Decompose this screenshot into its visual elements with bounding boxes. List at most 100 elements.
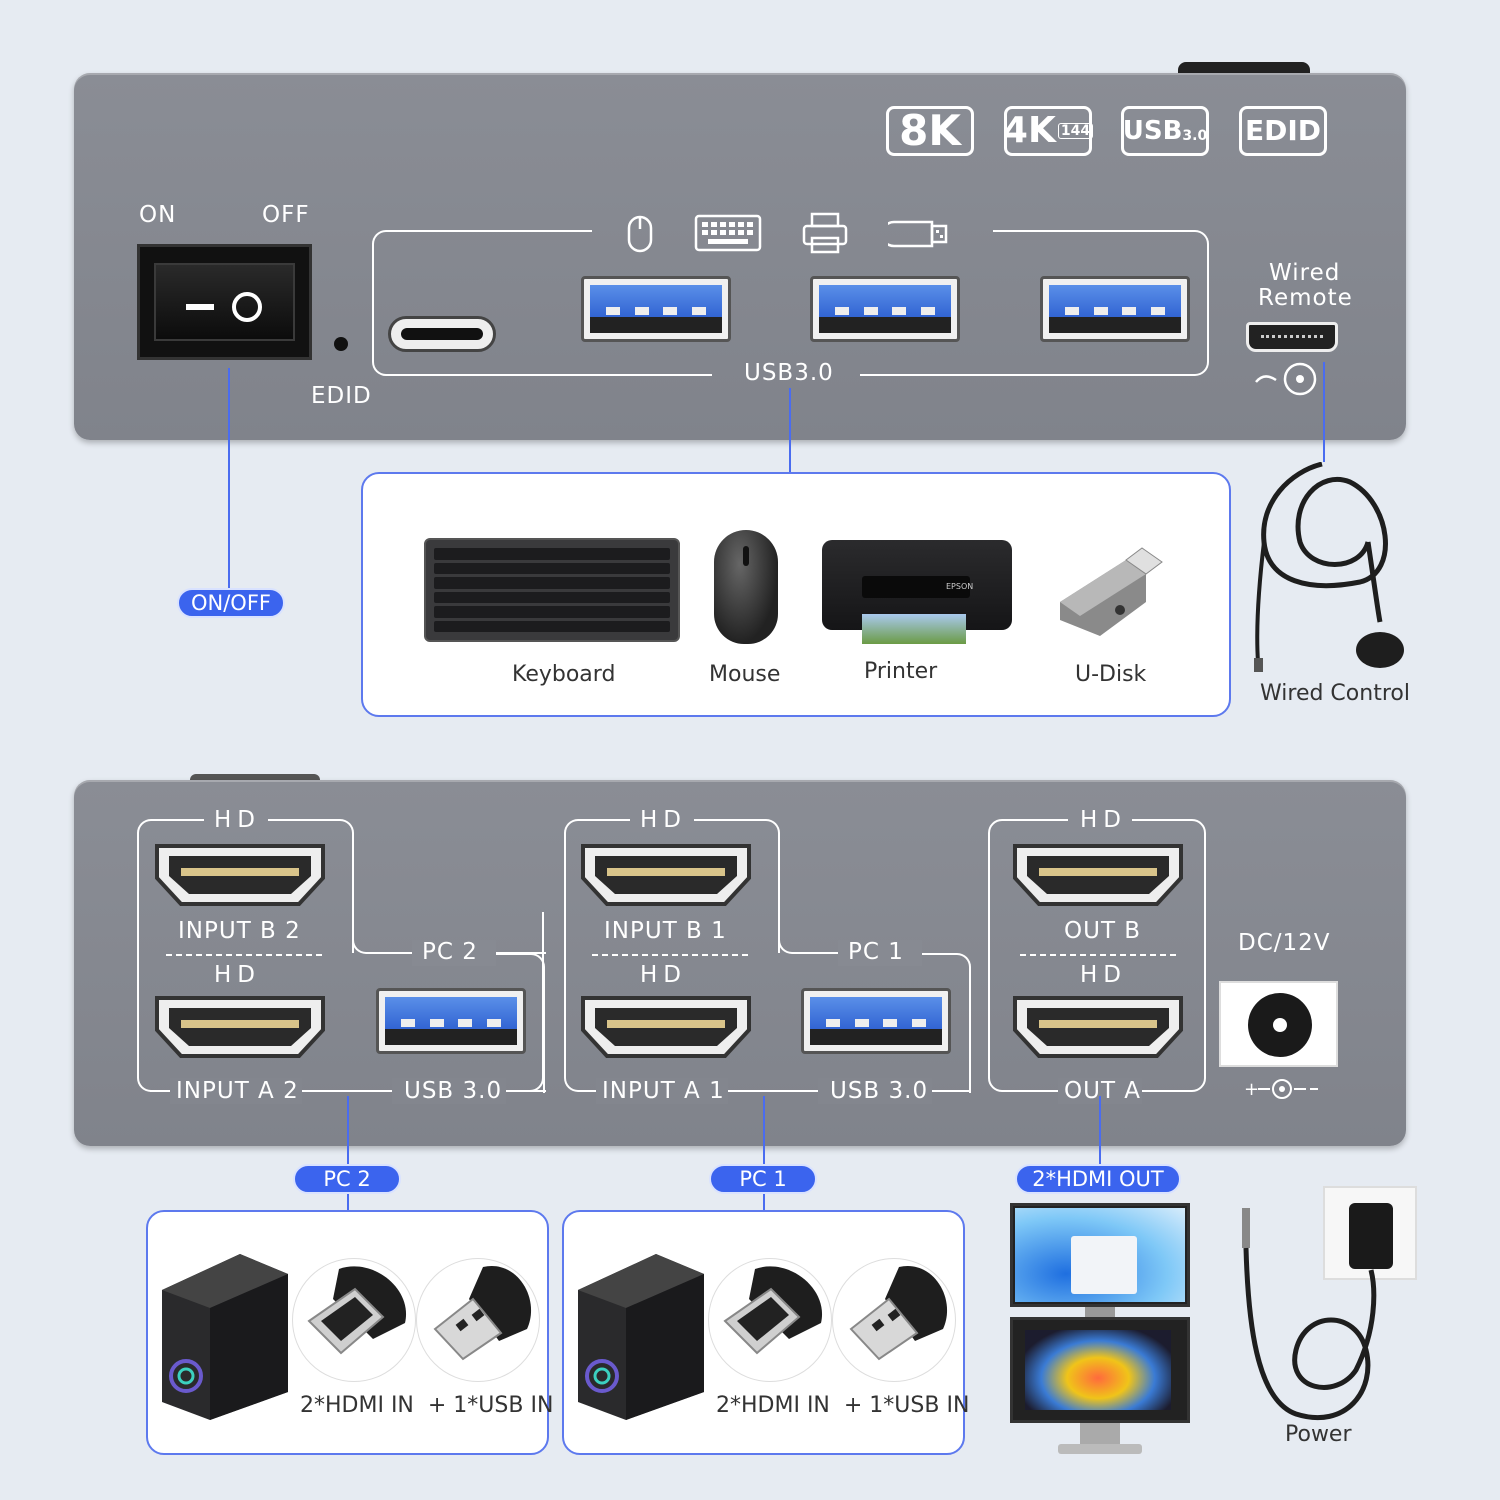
usb-plug-circle-right xyxy=(832,1258,956,1382)
svg-text:+: + xyxy=(1244,1079,1259,1100)
pc1-frame-left xyxy=(564,950,584,1092)
hd-label-b1: HD xyxy=(640,807,688,833)
out-divider xyxy=(1020,954,1176,956)
bottom-knob xyxy=(190,774,320,784)
mouse-wheel xyxy=(743,546,749,566)
badge-edid: EDID xyxy=(1239,106,1327,156)
usb-a-port-3[interactable] xyxy=(1040,276,1190,342)
badge-usb30: USB 3.0 xyxy=(1121,106,1209,156)
usb-plug-circle-left xyxy=(416,1258,540,1382)
hdmi-plug-icon-right xyxy=(723,1266,823,1355)
pc1-frame-right xyxy=(778,912,838,954)
hdmi-port-input-a1[interactable] xyxy=(577,994,755,1060)
hd-label-a2: HD xyxy=(214,962,262,988)
udisk-label: U-Disk xyxy=(1075,662,1147,687)
monitor-top-window xyxy=(1071,1236,1137,1294)
label-mask-hd3 xyxy=(1068,808,1132,832)
label-mask-ina2 xyxy=(170,1078,302,1104)
pc1-bottom-line xyxy=(578,1090,971,1092)
switch-off-label: OFF xyxy=(262,202,310,228)
monitor-top-screen xyxy=(1015,1208,1185,1302)
pc2-bottom-line xyxy=(150,1090,546,1092)
power-cable-icon xyxy=(1242,1208,1377,1421)
printer-paper xyxy=(862,614,966,644)
onoff-pill: ON/OFF xyxy=(177,588,285,618)
usb30-pc1-label: USB 3.0 xyxy=(830,1078,929,1104)
hd-label-outb: HD xyxy=(1080,807,1128,833)
pc1-divider xyxy=(592,954,748,956)
input-a1-label: INPUT A 1 xyxy=(602,1078,725,1104)
out-b-label: OUT B xyxy=(1064,918,1142,944)
wired-remote-port-pins xyxy=(1261,335,1323,338)
keyboard-icon xyxy=(694,214,762,252)
hd-label-outa: HD xyxy=(1080,962,1128,988)
top-knob xyxy=(1178,62,1310,76)
usb-connector-line xyxy=(789,388,791,473)
udisk-icon xyxy=(888,220,948,248)
usb-a-port-pc2[interactable] xyxy=(376,988,526,1054)
dc-port-pin xyxy=(1273,1018,1287,1032)
usb-a-port-pc1[interactable] xyxy=(801,988,951,1054)
usb-a-port-2[interactable] xyxy=(810,276,960,342)
wired-control-label: Wired Control xyxy=(1260,681,1410,706)
label-mask-pc2 xyxy=(412,940,496,966)
power-switch-rocker xyxy=(154,263,295,341)
pc1-connector-line xyxy=(763,1096,765,1210)
usb-c-port[interactable] xyxy=(388,316,496,352)
printer-label: Printer xyxy=(864,659,938,684)
dc-polarity-icon: + xyxy=(1244,1079,1318,1100)
pc2-pill: PC 2 xyxy=(293,1164,401,1194)
remote-connector-line xyxy=(1323,362,1325,462)
monitor-stand xyxy=(1080,1423,1120,1445)
pc2-group-label: PC 2 xyxy=(422,939,478,965)
usb-plug-icon-right xyxy=(849,1265,948,1361)
hd-label-b2: HD xyxy=(214,807,262,833)
usb-group-frame-left xyxy=(372,230,592,376)
printer-panel xyxy=(862,576,970,598)
usb-group-frame-bottom-right xyxy=(860,374,995,376)
pc-tower-icon-right xyxy=(578,1254,704,1420)
monitor-top-neck xyxy=(1085,1307,1115,1319)
mouse-icon xyxy=(627,215,653,253)
badge-usb-sub: 3.0 xyxy=(1182,128,1208,144)
monitor-bottom xyxy=(1010,1317,1190,1423)
input-b1-label: INPUT B 1 xyxy=(604,918,727,944)
udisk-image xyxy=(1060,547,1163,636)
edid-label: EDID xyxy=(311,383,372,409)
usb-plug-icon-left xyxy=(433,1265,532,1361)
hdmi-out-pill: 2*HDMI OUT xyxy=(1015,1164,1181,1194)
hdmi-port-input-a2[interactable] xyxy=(151,994,329,1060)
hdmi-port-input-b1[interactable] xyxy=(577,842,755,908)
remote-jack-icon xyxy=(1255,362,1317,396)
monitor-stand-base xyxy=(1058,1444,1142,1454)
hdmi-port-out-a[interactable] xyxy=(1009,994,1187,1060)
hdmi-plug-circle-left xyxy=(292,1258,416,1382)
input-a2-label: INPUT A 2 xyxy=(176,1078,299,1104)
badge-4k-sub: 144 xyxy=(1057,123,1094,139)
dc-power-port[interactable] xyxy=(1219,981,1338,1067)
usb-c-port-inner xyxy=(401,328,483,340)
hdmi-port-out-b[interactable] xyxy=(1009,842,1187,908)
usb-a-port-1[interactable] xyxy=(581,276,731,342)
mouse-image xyxy=(714,530,778,644)
pc2-frame-usb xyxy=(495,953,545,1093)
label-mask-usb1 xyxy=(818,1078,932,1104)
usb30-pc2-label: USB 3.0 xyxy=(404,1078,503,1104)
wired-remote-port[interactable] xyxy=(1246,322,1338,352)
power-switch[interactable] xyxy=(137,244,312,360)
badge-8k: 8K xyxy=(886,106,974,156)
wired-control-image xyxy=(1254,462,1404,672)
switch-off-mark-icon xyxy=(232,292,262,322)
pc1-frame-usb xyxy=(920,953,971,1093)
pc2-caption: 2*HDMI IN + 1*USB IN xyxy=(300,1393,554,1418)
hd-label-a1: HD xyxy=(640,962,688,988)
input-b2-label: INPUT B 2 xyxy=(178,918,301,944)
pc-tower-icon-left xyxy=(162,1254,288,1420)
hdmi-port-input-b2[interactable] xyxy=(151,842,329,908)
edid-button[interactable] xyxy=(334,337,348,351)
wired-remote-label-line1: Wired xyxy=(1269,260,1341,286)
dc-label: DC/12V xyxy=(1238,930,1331,956)
pc1-group-label: PC 1 xyxy=(848,939,904,965)
pc1-caption: 2*HDMI IN + 1*USB IN xyxy=(716,1393,970,1418)
power-adapter xyxy=(1349,1203,1393,1269)
